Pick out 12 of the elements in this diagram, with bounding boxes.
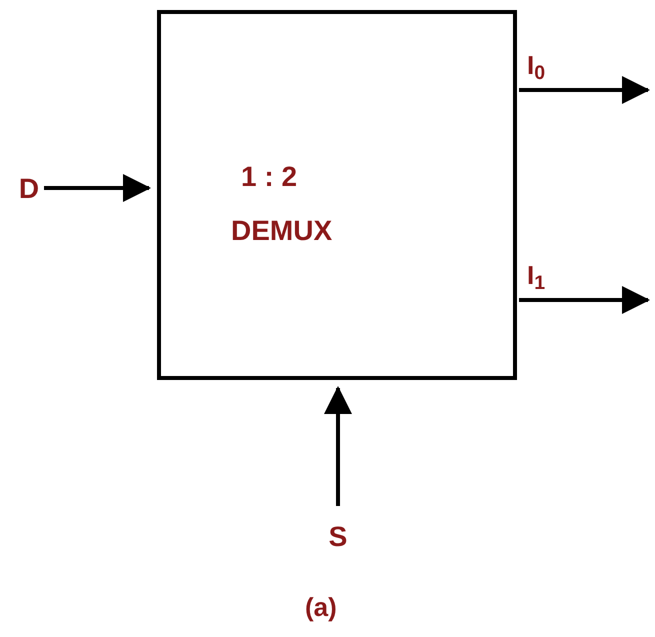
caption: (a) — [305, 591, 337, 624]
arrow — [44, 174, 151, 202]
signal-label: D — [14, 172, 44, 206]
block-label: 1 : 2 — [241, 160, 298, 194]
demux-block — [157, 10, 517, 380]
arrow — [519, 76, 650, 104]
signal-label: S — [323, 520, 353, 554]
block-label: DEMUX — [231, 214, 332, 248]
edge-label: I$_{0}$ — [527, 49, 546, 85]
arrow — [324, 386, 352, 506]
arrow — [519, 286, 650, 314]
edge-label: I$_{1}$ — [527, 259, 546, 295]
